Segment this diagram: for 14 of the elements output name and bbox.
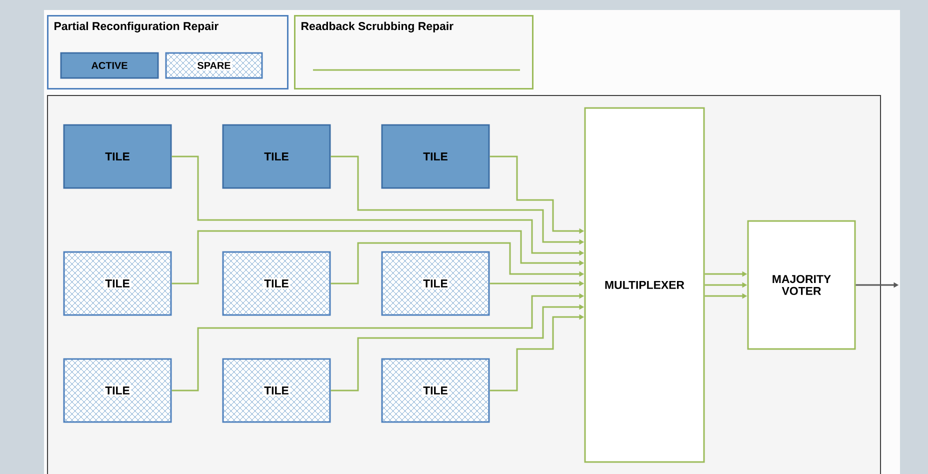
tile-box: TILE: [222, 124, 331, 189]
block-box: MAJORITY VOTER: [747, 220, 856, 350]
tile-box: SPARE: [165, 52, 263, 79]
tile-box: TILE: [381, 358, 490, 423]
tile-box: TILE: [381, 251, 490, 316]
legend-box: Readback Scrubbing Repair: [294, 15, 534, 90]
tile-box: TILE: [381, 124, 490, 189]
tile-box: ACTIVE: [60, 52, 159, 79]
tile-box: TILE: [63, 251, 172, 316]
tile-box: TILE: [63, 124, 172, 189]
tile-box: TILE: [63, 358, 172, 423]
tile-box: TILE: [222, 251, 331, 316]
tile-box: TILE: [222, 358, 331, 423]
block-box: MULTIPLEXER: [584, 107, 705, 463]
